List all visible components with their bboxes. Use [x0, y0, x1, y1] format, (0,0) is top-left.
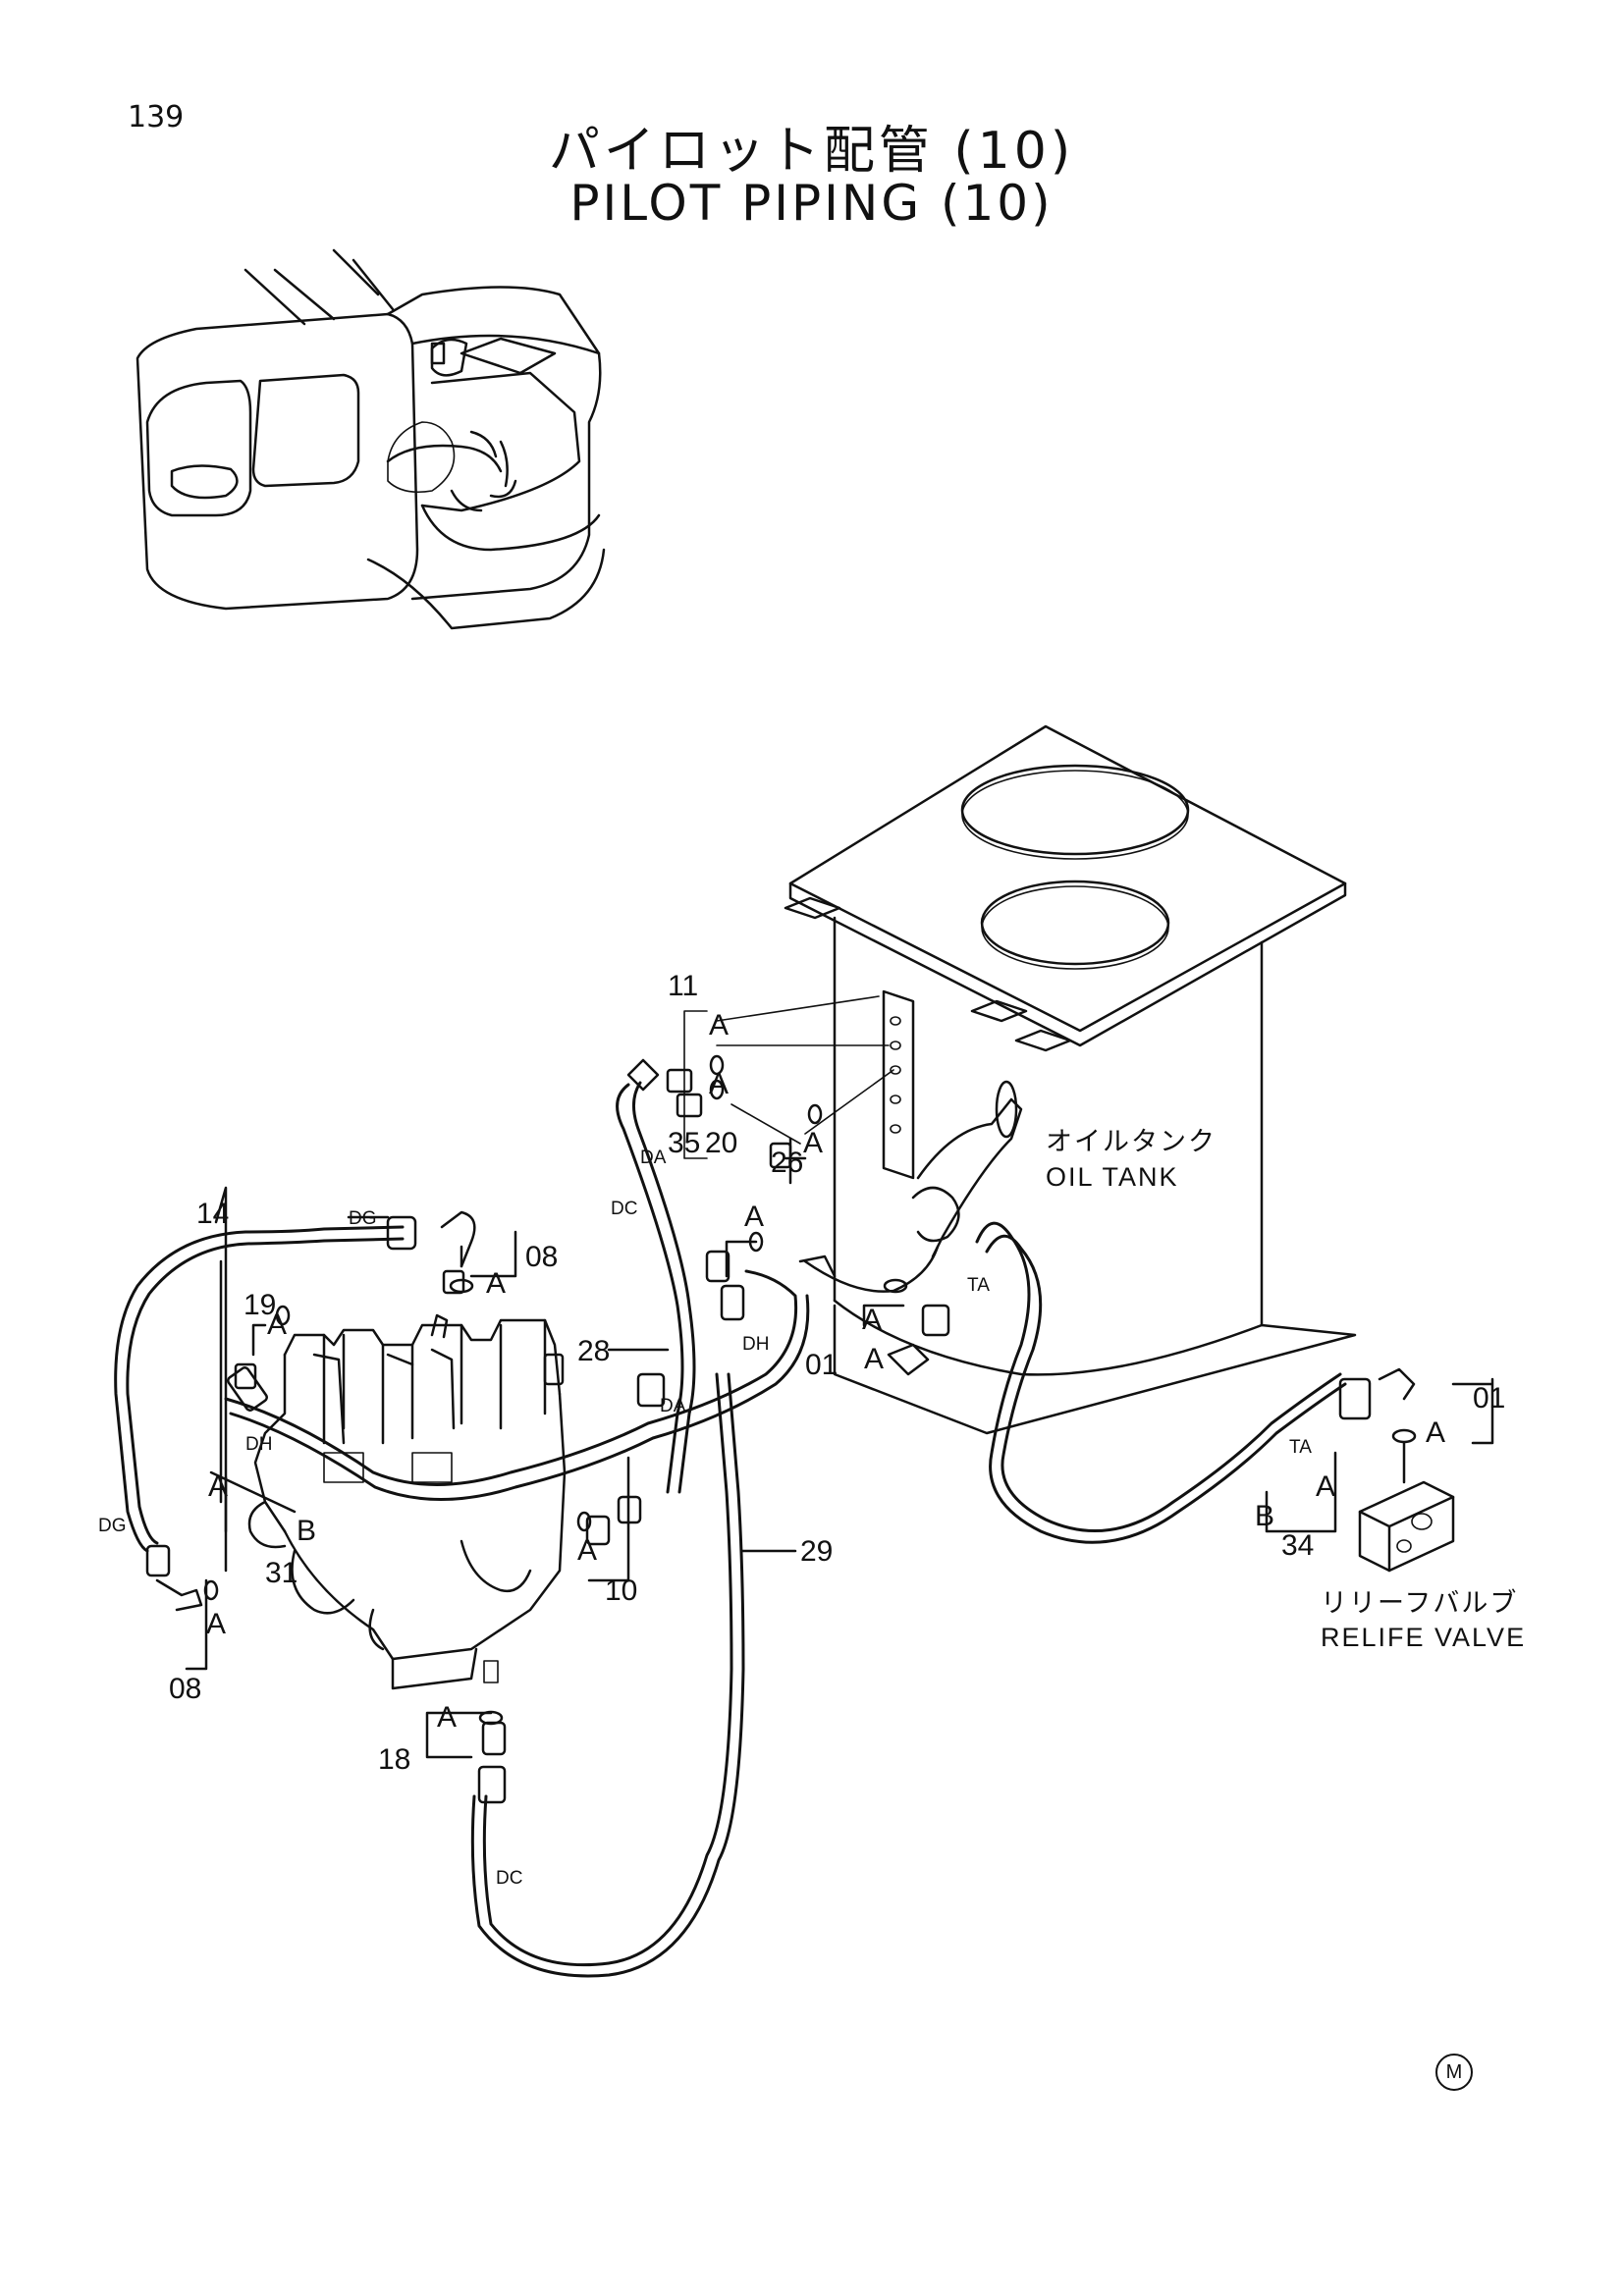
- hose-code-dc: DC: [496, 1868, 523, 1889]
- hose-code-da: DA: [640, 1148, 667, 1168]
- oil-tank-label-jp: オイルタンク: [1046, 1127, 1217, 1156]
- oil-tank-label-en: OIL TANK: [1046, 1162, 1179, 1192]
- letter-a: A: [208, 1470, 229, 1503]
- hose-code-dg: DG: [349, 1208, 377, 1229]
- hose-code-da: DA: [660, 1396, 686, 1416]
- excavator-overview-drawing: [135, 248, 606, 630]
- letter-a: A: [864, 1343, 885, 1375]
- hose-code-dh: DH: [742, 1334, 770, 1355]
- callout-08-top: 08: [525, 1241, 559, 1273]
- letter-a: A: [206, 1608, 227, 1640]
- letter-a: A: [437, 1701, 458, 1734]
- hose-code-dc: DC: [611, 1199, 638, 1219]
- o-rings: [203, 1054, 1417, 1726]
- oil-tank-drawing: [784, 724, 1357, 1435]
- letter-a: A: [486, 1267, 507, 1300]
- hose-code-dh: DH: [245, 1434, 273, 1455]
- callout-08-bottom: 08: [169, 1673, 202, 1705]
- letter-b: B: [297, 1515, 317, 1547]
- letter-a: A: [577, 1534, 598, 1567]
- callout-20: 20: [705, 1127, 738, 1159]
- callout-28: 28: [577, 1335, 611, 1367]
- callout-11: 11: [668, 970, 699, 1002]
- letter-a: A: [862, 1304, 883, 1336]
- hose-code-ta: TA: [1289, 1437, 1312, 1458]
- relief-valve-label-jp: リリーフバルブ: [1321, 1588, 1519, 1618]
- m-mark: M: [1435, 2054, 1473, 2091]
- callout-29: 29: [800, 1535, 834, 1568]
- callout-01-left: 01: [805, 1349, 839, 1381]
- callout-19: 19: [243, 1289, 277, 1321]
- callout-10: 10: [605, 1575, 638, 1607]
- callout-01-right: 01: [1473, 1382, 1506, 1415]
- letter-a: A: [803, 1127, 824, 1159]
- callout-26: 26: [771, 1147, 804, 1179]
- letter-a: A: [267, 1308, 288, 1341]
- callout-34: 34: [1281, 1529, 1315, 1562]
- hose-lines: [114, 995, 1347, 1978]
- letter-a: A: [709, 1009, 730, 1041]
- callout-brackets: [185, 1010, 1494, 1759]
- relief-valve-label-en: RELIFE VALVE: [1321, 1623, 1527, 1652]
- title-japanese: パイロット配管 (10): [548, 122, 1075, 181]
- letter-b: B: [1255, 1500, 1275, 1532]
- title-english: PILOT PIPING (10): [569, 175, 1054, 232]
- letter-a: A: [1426, 1416, 1446, 1449]
- callout-31: 31: [265, 1557, 298, 1589]
- hose-code-ta: TA: [967, 1275, 990, 1296]
- control-valve-drawing: [247, 1313, 567, 1690]
- callout-35: 35: [668, 1127, 701, 1159]
- hose-code-dg: DG: [98, 1516, 127, 1536]
- callout-14: 14: [196, 1198, 230, 1230]
- callout-18: 18: [378, 1743, 411, 1776]
- letter-a: A: [1316, 1470, 1336, 1503]
- fittings: [145, 1058, 1455, 1804]
- page-number: 139: [128, 100, 185, 134]
- letter-a: A: [709, 1068, 730, 1100]
- letter-a: A: [744, 1201, 765, 1233]
